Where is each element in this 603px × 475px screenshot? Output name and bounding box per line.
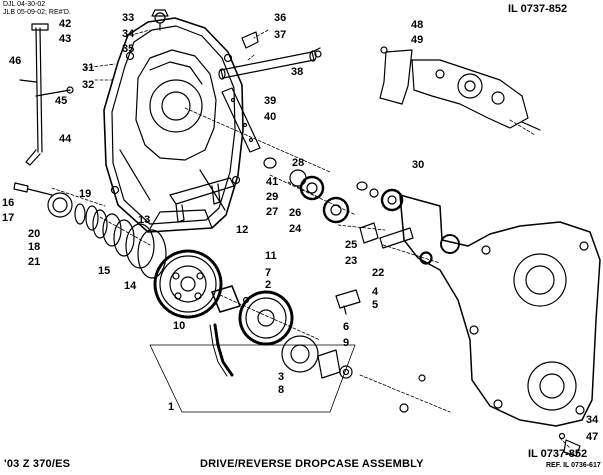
tensioner-bracket-drawing <box>169 177 235 223</box>
callout-44: 44 <box>59 133 72 145</box>
chain-drawing <box>209 323 234 377</box>
drive-sprocket-drawing <box>211 285 294 346</box>
callout-36: 36 <box>274 12 287 24</box>
callout-20: 20 <box>28 228 41 240</box>
plate-drawing <box>221 87 261 153</box>
callout-21: 21 <box>28 256 41 268</box>
large-gear-drawing <box>153 249 223 319</box>
callout-2: 2 <box>265 279 272 291</box>
callout-4: 4 <box>372 286 379 298</box>
callout-31: 31 <box>82 62 95 74</box>
callout-6: 6 <box>343 321 350 333</box>
shift-linkage-drawing <box>19 23 74 166</box>
callout-7: 7 <box>265 267 272 279</box>
callout-42: 42 <box>59 18 72 30</box>
callout-1: 1 <box>168 401 175 413</box>
dropcase-cover-drawing <box>103 9 244 233</box>
callout-40: 40 <box>264 111 277 123</box>
callout-19: 19 <box>79 188 92 200</box>
leader-lines <box>51 29 571 449</box>
illustration-number-bottom: IL 0737-852 <box>528 448 588 460</box>
callout-29: 29 <box>266 191 279 203</box>
callout-3: 3 <box>278 371 285 383</box>
diagram-title: DRIVE/REVERSE DROPCASE ASSEMBLY <box>200 458 424 470</box>
callout-10: 10 <box>173 320 186 332</box>
item-1-bracket <box>149 344 356 413</box>
illustration-number-top: IL 0737-852 <box>508 3 568 15</box>
callout-34-top: 34 <box>122 28 135 40</box>
fitting-drawing <box>335 289 361 309</box>
revision-notes: DJL 04-30-02 JLB 05-09-02; RE#'D. <box>3 1 71 17</box>
callout-47: 47 <box>586 431 599 443</box>
model-label: '03 Z 370/ES <box>4 458 71 470</box>
callout-17: 17 <box>2 212 15 224</box>
callout-27: 27 <box>266 206 279 218</box>
callout-46: 46 <box>9 55 22 67</box>
callout-11: 11 <box>265 250 277 262</box>
callout-5: 5 <box>372 299 379 311</box>
callout-41: 41 <box>266 176 279 188</box>
callout-9: 9 <box>343 337 350 349</box>
callout-12: 12 <box>236 224 249 236</box>
callout-48: 48 <box>411 19 424 31</box>
shaft-drawing <box>218 31 322 80</box>
callout-33: 33 <box>122 12 135 24</box>
callout-49: 49 <box>411 34 424 46</box>
reverse-parts-drawing <box>281 335 353 379</box>
gearcase-housing-drawing <box>399 194 601 427</box>
callout-25: 25 <box>345 239 358 251</box>
revision-line-2: JLB 05-09-02; RE#'D. <box>3 9 71 16</box>
callout-8: 8 <box>278 384 285 396</box>
callout-22: 22 <box>372 267 385 279</box>
callout-32: 32 <box>82 79 95 91</box>
callout-24: 24 <box>289 223 302 235</box>
revision-line-1: DJL 04-30-02 <box>3 1 46 8</box>
reference-number: REF. IL 0736-617 <box>546 462 601 469</box>
callout-28: 28 <box>292 157 305 169</box>
callout-38: 38 <box>291 66 304 78</box>
callout-23: 23 <box>345 255 358 267</box>
callout-30: 30 <box>412 159 425 171</box>
callout-39: 39 <box>264 95 277 107</box>
shift-assembly-drawing <box>379 46 541 131</box>
left-hardware-drawing <box>13 182 167 279</box>
callout-37: 37 <box>274 29 287 41</box>
callout-34-bottom: 34 <box>586 414 599 426</box>
callout-16: 16 <box>2 197 15 209</box>
callout-35: 35 <box>122 43 135 55</box>
callout-15: 15 <box>98 265 111 277</box>
callout-14: 14 <box>124 280 137 292</box>
callout-26: 26 <box>289 207 302 219</box>
callout-13: 13 <box>138 214 151 226</box>
callout-43: 43 <box>59 33 72 45</box>
callout-45: 45 <box>55 95 68 107</box>
center-gears-drawing <box>263 157 432 264</box>
callout-18: 18 <box>28 241 41 253</box>
